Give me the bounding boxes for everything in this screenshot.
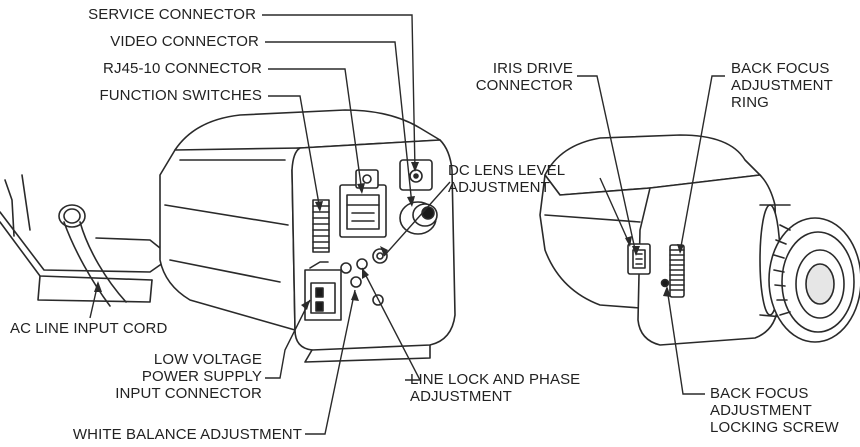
label-line-lock-line2: ADJUSTMENT (410, 388, 512, 405)
label-back-focus-ring-line2: ADJUSTMENT (731, 77, 833, 94)
label-back-focus-ring-line3: RING (731, 94, 769, 111)
label-iris-drive-line2: CONNECTOR (475, 77, 573, 94)
label-line-lock-line1: LINE LOCK AND PHASE (410, 371, 581, 388)
label-dc-lens-level: DC LENS LEVEL ADJUSTMENT (448, 162, 565, 196)
label-back-focus-screw-line3: LOCKING SCREW (710, 419, 839, 436)
rear-camera-illustration (159, 109, 456, 363)
label-low-voltage-line2: POWER SUPPLY (141, 368, 262, 385)
label-low-voltage-line1: LOW VOLTAGE (153, 351, 262, 368)
label-ac-line-input-cord: AC LINE INPUT CORD (10, 320, 168, 337)
label-low-voltage-line3: INPUT CONNECTOR (115, 385, 262, 402)
label-back-focus-screw-line1: BACK FOCUS (710, 385, 809, 402)
label-back-focus-locking-screw: BACK FOCUS ADJUSTMENT LOCKING SCREW (710, 385, 839, 436)
label-function-switches: FUNCTION SWITCHES (99, 87, 262, 104)
label-line-lock-phase: LINE LOCK AND PHASE ADJUSTMENT (410, 371, 580, 405)
label-low-voltage-power: LOW VOLTAGE POWER SUPPLY INPUT CONNECTOR (115, 351, 262, 402)
ac-line-cord-illustration (0, 174, 171, 307)
label-iris-drive-line1: IRIS DRIVE (492, 60, 573, 77)
label-dc-lens-level-line1: DC LENS LEVEL (448, 162, 566, 179)
label-dc-lens-level-line2: ADJUSTMENT (448, 179, 550, 196)
label-iris-drive-connector: IRIS DRIVE CONNECTOR (476, 60, 573, 94)
label-back-focus-ring: BACK FOCUS ADJUSTMENT RING (731, 60, 833, 111)
front-camera-illustration (539, 134, 860, 346)
label-service-connector: SERVICE CONNECTOR (88, 6, 256, 23)
label-video-connector: VIDEO CONNECTOR (110, 33, 259, 50)
label-back-focus-ring-line1: BACK FOCUS (731, 60, 830, 77)
arrowheads (94, 162, 684, 310)
label-rj45-connector: RJ45-10 CONNECTOR (103, 60, 262, 77)
label-back-focus-screw-line2: ADJUSTMENT (710, 402, 812, 419)
label-white-balance: WHITE BALANCE ADJUSTMENT (72, 426, 302, 443)
